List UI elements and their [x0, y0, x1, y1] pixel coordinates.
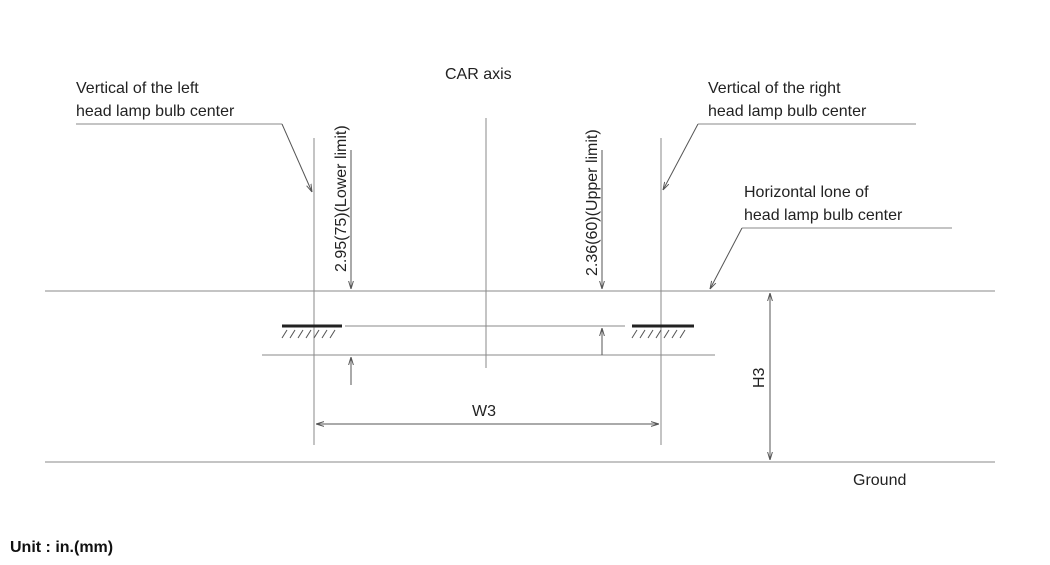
lower-limit-label: 2.95(75)(Lower limit): [333, 125, 350, 272]
right-vertical-label-line1: Vertical of the right: [708, 80, 841, 97]
horizontal-line-label-line2: head lamp bulb center: [744, 207, 903, 224]
car-axis-label: CAR axis: [445, 66, 512, 83]
left-lamp-symbol: [281, 324, 342, 339]
w3-label: W3: [472, 403, 496, 420]
upper-limit-label: 2.36(60)(Upper limit): [584, 129, 601, 276]
right-vertical-leader: [663, 123, 916, 190]
horizontal-line-leader: [710, 227, 952, 289]
ground-label: Ground: [853, 472, 906, 489]
left-vertical-label-line1: Vertical of the left: [76, 80, 199, 97]
unit-label: Unit : in.(mm): [10, 539, 113, 556]
left-vertical-label-line2: head lamp bulb center: [76, 103, 235, 120]
left-vertical-leader: [76, 123, 312, 192]
h3-label: H3: [751, 367, 768, 388]
right-lamp-symbol: [631, 324, 694, 339]
horizontal-line-label-line1: Horizontal lone of: [744, 184, 869, 201]
right-vertical-label-line2: head lamp bulb center: [708, 103, 867, 120]
